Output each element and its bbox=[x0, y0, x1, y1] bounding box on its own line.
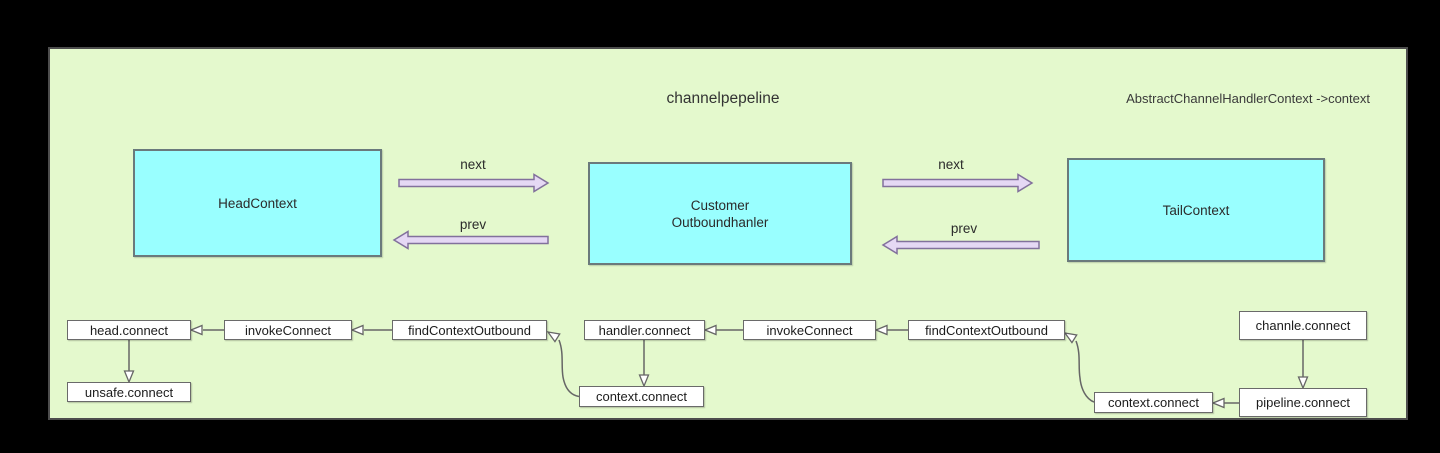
open-arrowhead-left-icon bbox=[1211, 397, 1225, 409]
node-head-context-label: HeadContext bbox=[218, 195, 297, 211]
flow-box-context-connect-right: context.connect bbox=[1094, 392, 1213, 413]
next-label-2: next bbox=[938, 157, 964, 172]
flow-box-label: findContextOutbound bbox=[925, 322, 1048, 338]
flow-box-invoke-connect-1: invokeConnect bbox=[224, 320, 352, 340]
diagram-subtitle: AbstractChannelHandlerContext ->context bbox=[1126, 91, 1370, 106]
open-arrowhead-down-icon bbox=[638, 374, 650, 388]
flow-box-label: head.connect bbox=[89, 322, 169, 338]
node-tail-context: TailContext bbox=[1067, 158, 1325, 262]
diagram-title: channelpepeline bbox=[666, 90, 780, 107]
curve-contextconnect-to-findcontextoutbound1 bbox=[558, 339, 580, 398]
node-customer-label-line1: Customer bbox=[690, 197, 750, 213]
flow-box-label: unsafe.connect bbox=[84, 384, 174, 400]
open-arrowhead-down-icon bbox=[123, 370, 135, 384]
open-arrowhead-down-icon bbox=[1297, 376, 1309, 390]
flow-box-invoke-connect-2: invokeConnect bbox=[743, 320, 876, 340]
flow-box-label: channle.connect bbox=[1255, 318, 1351, 333]
prev-block-arrow-2 bbox=[881, 235, 1040, 255]
next-block-arrow-2 bbox=[882, 173, 1034, 193]
node-head-context: HeadContext bbox=[133, 149, 382, 257]
flow-box-find-context-outbound-1: findContextOutbound bbox=[392, 320, 547, 340]
open-arrowhead-left-icon bbox=[350, 324, 364, 336]
prev-label-1: prev bbox=[459, 217, 487, 232]
open-arrowhead-diagonal-icon bbox=[546, 331, 561, 343]
flow-box-label: invokeConnect bbox=[245, 322, 331, 338]
node-tail-context-label: TailContext bbox=[1162, 202, 1230, 218]
flow-box-label: context.connect bbox=[595, 389, 688, 404]
open-arrowhead-left-icon bbox=[703, 324, 717, 336]
flow-box-head-connect: head.connect bbox=[67, 320, 191, 340]
flow-box-label: handler.connect bbox=[598, 322, 691, 338]
flow-box-label: context.connect bbox=[1107, 395, 1200, 410]
node-customer-label-line2: Outboundhanler bbox=[671, 214, 769, 230]
open-arrowhead-left-icon bbox=[874, 324, 888, 336]
diagram-panel: channelpepeline AbstractChannelHandlerCo… bbox=[48, 47, 1408, 420]
prev-block-arrow-1 bbox=[392, 230, 549, 250]
next-block-arrow-1 bbox=[398, 173, 550, 193]
flow-box-unsafe-connect: unsafe.connect bbox=[67, 382, 191, 402]
flow-box-label: invokeConnect bbox=[766, 322, 853, 338]
curve-contextconnect-to-findcontextoutbound2 bbox=[1075, 340, 1095, 403]
flow-box-find-context-outbound-2: findContextOutbound bbox=[908, 320, 1065, 340]
flow-box-label: pipeline.connect bbox=[1256, 395, 1350, 410]
flow-box-handler-connect: handler.connect bbox=[584, 320, 705, 340]
next-label-1: next bbox=[460, 157, 486, 172]
node-customer-outbound-handler: Customer Outboundhanler bbox=[588, 162, 852, 265]
flow-box-channle-connect: channle.connect bbox=[1239, 311, 1367, 340]
flow-box-label: findContextOutbound bbox=[408, 322, 531, 338]
flow-box-pipeline-connect: pipeline.connect bbox=[1239, 388, 1367, 417]
prev-label-2: prev bbox=[950, 221, 978, 236]
flow-box-context-connect-mid: context.connect bbox=[579, 386, 704, 407]
open-arrowhead-left-icon bbox=[189, 324, 203, 336]
